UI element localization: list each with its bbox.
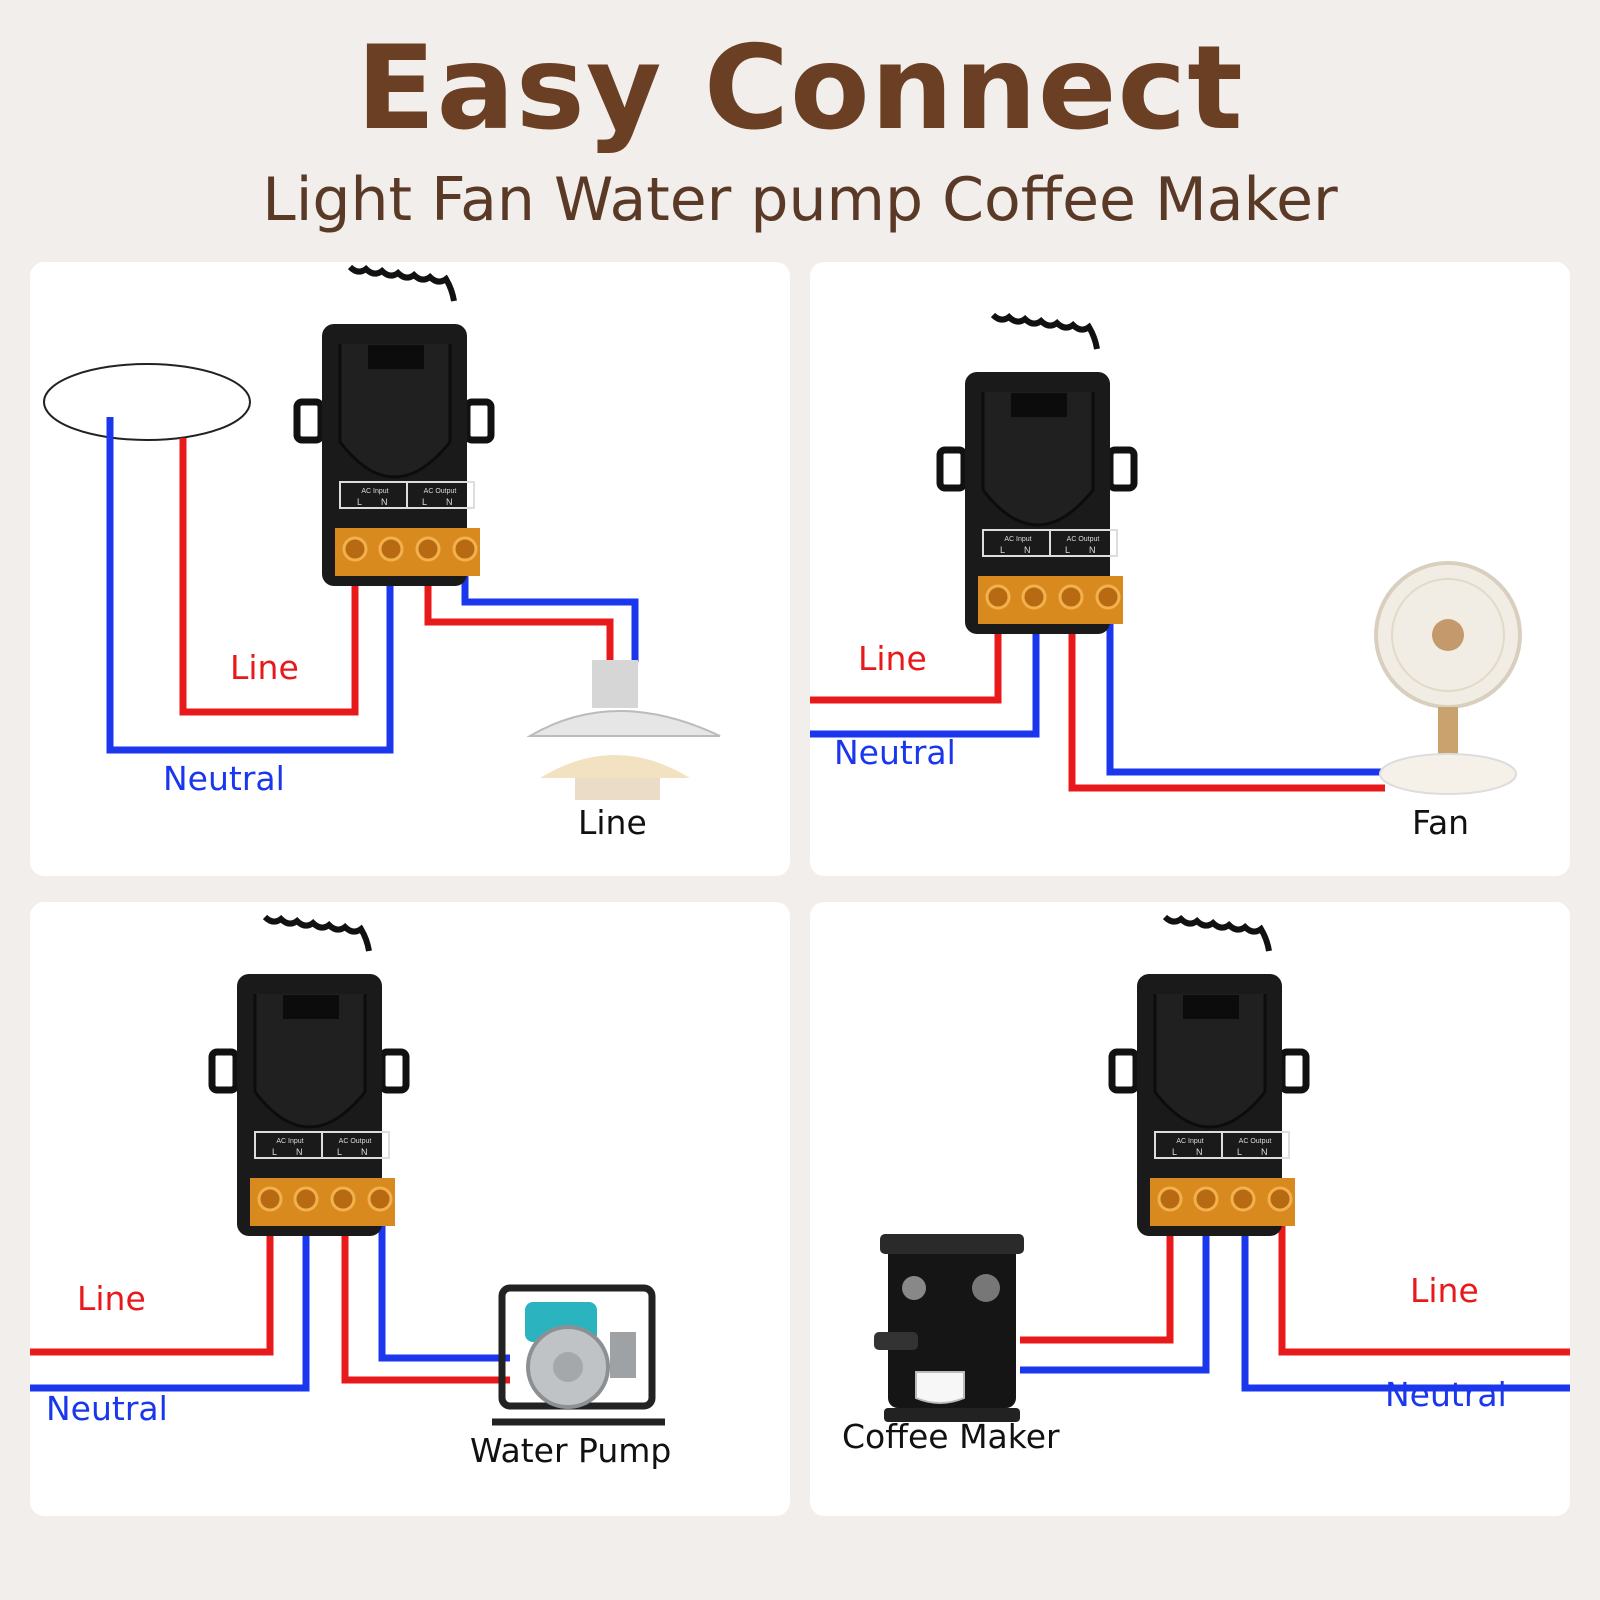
- ac-input-label: AC Input: [1176, 1138, 1203, 1145]
- line-wire: [1278, 1224, 1570, 1356]
- relay-module: AC Input AC Output L N L N: [936, 312, 1138, 634]
- ac-output-label: AC Output: [1067, 536, 1100, 543]
- terminal-n-label: N: [381, 497, 388, 507]
- neutral-label: Neutral: [834, 733, 956, 772]
- page-subtitle: Light Fan Water pump Coffee Maker: [262, 165, 1338, 235]
- terminal-l-label: L: [422, 497, 427, 507]
- lamp-icon: [526, 660, 721, 800]
- terminal-n-label: N: [1261, 1147, 1268, 1157]
- line-label: Line: [858, 639, 927, 678]
- line-wire: [810, 622, 1002, 704]
- water-pump-icon: [492, 1284, 665, 1426]
- fan-icon: [1374, 561, 1522, 795]
- page-title: Easy Connect: [356, 21, 1244, 156]
- panel-water-pump: AC Input AC Output L N L N Line Neutral …: [30, 902, 790, 1516]
- load-neutral-wire: [378, 1224, 510, 1362]
- load-neutral-wire: [1020, 1224, 1210, 1374]
- device-label: Coffee Maker: [842, 1417, 1060, 1456]
- panel-fan: AC Input AC Output L N L N Line Neutral …: [810, 262, 1570, 876]
- terminal-l-label: L: [1237, 1147, 1242, 1157]
- neutral-wire: [30, 1224, 310, 1392]
- panel-coffee-maker: AC Input AC Output L N L N Line Neutral …: [810, 902, 1570, 1516]
- line-label: Line: [77, 1279, 146, 1318]
- terminal-n-label: N: [446, 497, 453, 507]
- line-wire: [179, 438, 359, 716]
- ac-output-label: AC Output: [1239, 1138, 1272, 1145]
- neutral-wire: [810, 622, 1040, 738]
- terminal-l-label: L: [357, 497, 362, 507]
- load-neutral-wire: [461, 574, 639, 662]
- ac-input-label: AC Input: [276, 1138, 303, 1145]
- terminal-n-label: N: [296, 1147, 303, 1157]
- device-label: Fan: [1412, 803, 1470, 842]
- neutral-label: Neutral: [46, 1389, 168, 1428]
- ac-output-label: AC Output: [424, 488, 457, 495]
- ac-input-label: AC Input: [1004, 536, 1031, 543]
- relay-module: AC Input AC Output L N L N: [293, 264, 495, 586]
- antenna-icon: [347, 264, 457, 302]
- line-label: Line: [1410, 1271, 1479, 1310]
- source-ellipse: [43, 363, 251, 441]
- terminal-l-label: L: [1000, 545, 1005, 555]
- antenna-icon: [990, 312, 1100, 350]
- terminal-l-label: L: [337, 1147, 342, 1157]
- device-label: Line: [578, 803, 647, 842]
- relay-module: AC Input AC Output L N L N: [1108, 914, 1310, 1236]
- neutral-wire: [106, 417, 394, 754]
- load-line-wire: [341, 1224, 510, 1384]
- terminal-n-label: N: [361, 1147, 368, 1157]
- terminal-n-label: N: [1024, 545, 1031, 555]
- coffee-maker-icon: [874, 1234, 1024, 1422]
- load-neutral-wire: [1106, 622, 1415, 776]
- load-line-wire: [424, 574, 614, 662]
- neutral-label: Neutral: [163, 759, 285, 798]
- terminal-n-label: N: [1196, 1147, 1203, 1157]
- line-label: Line: [230, 648, 299, 687]
- antenna-icon: [1162, 914, 1272, 952]
- terminal-l-label: L: [1065, 545, 1070, 555]
- panel-light: AC Input AC Output L N L N Line Neutral …: [30, 262, 790, 876]
- device-label: Water Pump: [470, 1431, 672, 1470]
- neutral-label: Neutral: [1385, 1375, 1507, 1414]
- ac-input-label: AC Input: [361, 488, 388, 495]
- terminal-n-label: N: [1089, 545, 1096, 555]
- line-wire: [30, 1224, 274, 1356]
- neutral-wire: [1241, 1224, 1570, 1392]
- load-line-wire: [1068, 622, 1385, 792]
- terminal-l-label: L: [1172, 1147, 1177, 1157]
- relay-module: AC Input AC Output L N L N: [208, 914, 410, 1236]
- load-line-wire: [1020, 1224, 1174, 1344]
- antenna-icon: [262, 914, 372, 952]
- terminal-l-label: L: [272, 1147, 277, 1157]
- ac-output-label: AC Output: [339, 1138, 372, 1145]
